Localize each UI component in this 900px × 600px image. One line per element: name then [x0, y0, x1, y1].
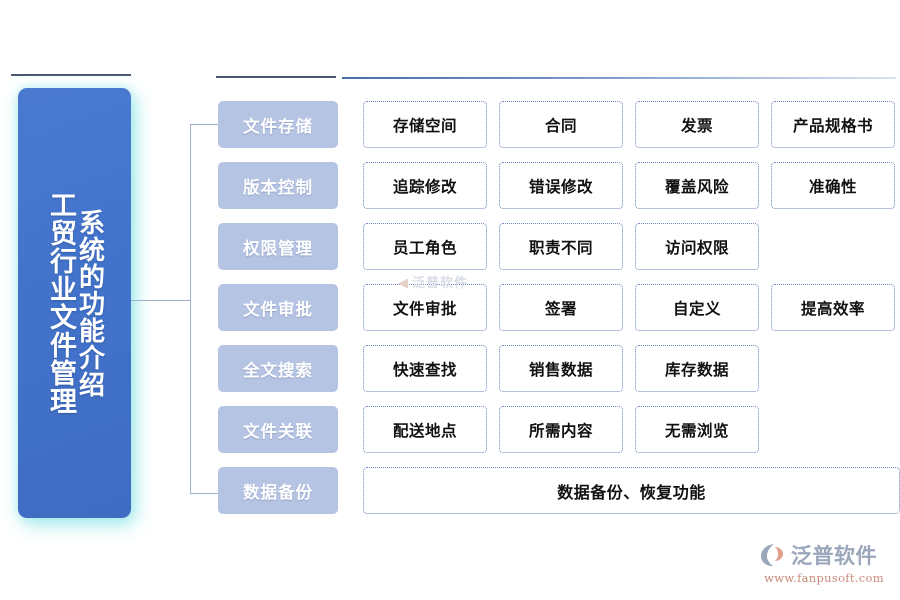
category-chip[interactable]: 版本控制	[218, 162, 338, 209]
title-line-primary: 工贸行业文件管理	[45, 191, 76, 415]
detail-box[interactable]: 访问权限	[635, 223, 759, 270]
detail-box[interactable]: 文件审批	[363, 284, 487, 331]
detail-box[interactable]: 数据备份、恢复功能	[363, 467, 900, 514]
diagram-row: 数据备份数据备份、恢复功能	[218, 467, 900, 514]
fanpu-swirl-icon	[761, 544, 783, 566]
logo-name: 泛普软件	[791, 544, 877, 568]
detail-box[interactable]: 发票	[635, 101, 759, 148]
detail-box[interactable]: 签署	[499, 284, 623, 331]
category-chip[interactable]: 权限管理	[218, 223, 338, 270]
diagram-row: 文件审批文件审批签署自定义提高效率	[218, 284, 895, 331]
detail-box[interactable]: 自定义	[635, 284, 759, 331]
category-chip[interactable]: 全文搜索	[218, 345, 338, 392]
detail-box[interactable]: 快速查找	[363, 345, 487, 392]
detail-box[interactable]: 产品规格书	[771, 101, 895, 148]
detail-box[interactable]: 职责不同	[499, 223, 623, 270]
row-items: 配送地点所需内容无需浏览	[363, 406, 759, 453]
diagram-row: 文件关联配送地点所需内容无需浏览	[218, 406, 759, 453]
connector-branch-bottom	[190, 493, 218, 494]
category-chip[interactable]: 文件存储	[218, 101, 338, 148]
row-items: 快速查找销售数据库存数据	[363, 345, 759, 392]
brand-logo: 泛普软件 www.fanpusoft.com	[760, 540, 888, 590]
top-rule-right	[342, 77, 896, 79]
row-items: 存储空间合同发票产品规格书	[363, 101, 895, 148]
connector-spine	[190, 124, 191, 494]
row-items: 员工角色职责不同访问权限	[363, 223, 759, 270]
detail-box[interactable]: 合同	[499, 101, 623, 148]
row-items: 数据备份、恢复功能	[363, 467, 900, 514]
diagram-row: 版本控制追踪修改错误修改覆盖风险准确性	[218, 162, 895, 209]
category-chip[interactable]: 文件审批	[218, 284, 338, 331]
logo-url: www.fanpusoft.com	[764, 571, 884, 585]
diagram-row: 全文搜索快速查找销售数据库存数据	[218, 345, 759, 392]
connector-stem	[131, 300, 191, 301]
top-rule-left	[11, 74, 131, 76]
diagram-row: 权限管理员工角色职责不同访问权限	[218, 223, 759, 270]
detail-box[interactable]: 提高效率	[771, 284, 895, 331]
detail-box[interactable]: 销售数据	[499, 345, 623, 392]
detail-box[interactable]: 所需内容	[499, 406, 623, 453]
title-line-secondary: 系统的功能介绍	[74, 208, 105, 398]
row-items: 追踪修改错误修改覆盖风险准确性	[363, 162, 895, 209]
top-rule-middle	[216, 76, 336, 78]
detail-box[interactable]: 错误修改	[499, 162, 623, 209]
category-chip[interactable]: 文件关联	[218, 406, 338, 453]
detail-box[interactable]: 无需浏览	[635, 406, 759, 453]
detail-box[interactable]: 员工角色	[363, 223, 487, 270]
diagram-title-card: 系统的功能介绍 工贸行业文件管理	[18, 88, 131, 518]
category-chip[interactable]: 数据备份	[218, 467, 338, 514]
detail-box[interactable]: 配送地点	[363, 406, 487, 453]
detail-box[interactable]: 准确性	[771, 162, 895, 209]
detail-box[interactable]: 库存数据	[635, 345, 759, 392]
detail-box[interactable]: 追踪修改	[363, 162, 487, 209]
detail-box[interactable]: 存储空间	[363, 101, 487, 148]
detail-box[interactable]: 覆盖风险	[635, 162, 759, 209]
row-items: 文件审批签署自定义提高效率	[363, 284, 895, 331]
diagram-row: 文件存储存储空间合同发票产品规格书	[218, 101, 895, 148]
connector-branch-top	[190, 124, 218, 125]
